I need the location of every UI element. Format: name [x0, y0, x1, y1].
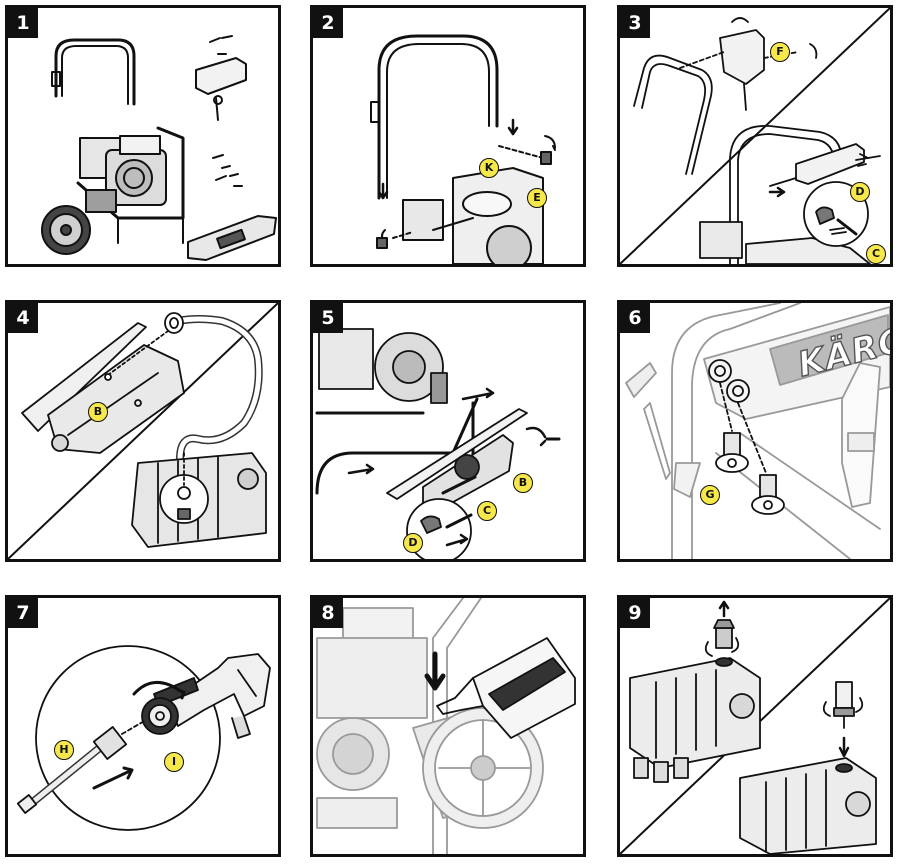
oil-fill-illustration: [316, 598, 576, 854]
step-number: 4: [8, 303, 38, 333]
step-number: 5: [313, 303, 343, 333]
frame-and-wheels-illustration: [41, 35, 277, 261]
step-panel-9: 9: [617, 595, 893, 857]
step-number: 1: [8, 8, 38, 38]
step-panel-5: 5 B C D: [310, 300, 586, 562]
step-panel-2: 2 K E: [310, 5, 586, 267]
step-number: 3: [620, 8, 650, 38]
step-panel-4: 4 B: [5, 300, 281, 562]
callout-c: C: [477, 501, 497, 521]
spray-gun-hose-illustration: [16, 645, 271, 831]
callout-b: B: [88, 402, 108, 422]
callout-d: D: [850, 182, 870, 202]
step-number: 7: [8, 598, 38, 628]
callout-g: G: [700, 485, 720, 505]
step-number: 9: [620, 598, 650, 628]
callout-f: F: [770, 42, 790, 62]
step-panel-6: 6: [617, 300, 893, 562]
callout-e: E: [527, 188, 547, 208]
callout-i: I: [164, 752, 184, 772]
control-panel-mounting-illustration: [315, 328, 561, 559]
pump-plug-replacement-illustration: [620, 598, 890, 854]
callout-h: H: [54, 740, 74, 760]
callout-b: B: [513, 473, 533, 493]
callout-c: C: [866, 244, 886, 264]
callout-d: D: [403, 533, 423, 553]
bracket-mounting-illustration: [620, 8, 890, 264]
step-panel-1: 1: [5, 5, 281, 267]
step-number: 8: [313, 598, 343, 628]
nozzle-storage-illustration: [625, 303, 890, 559]
step-panel-7: 7 H I: [5, 595, 281, 857]
step-number: 6: [620, 303, 650, 333]
hose-connection-illustration: [8, 303, 278, 559]
step-panel-3: 3 F D C: [617, 5, 893, 267]
step-number: 2: [313, 8, 343, 38]
step-panel-8: 8: [310, 595, 586, 857]
callout-k: K: [479, 158, 499, 178]
handle-mounting-illustration: [370, 34, 556, 264]
